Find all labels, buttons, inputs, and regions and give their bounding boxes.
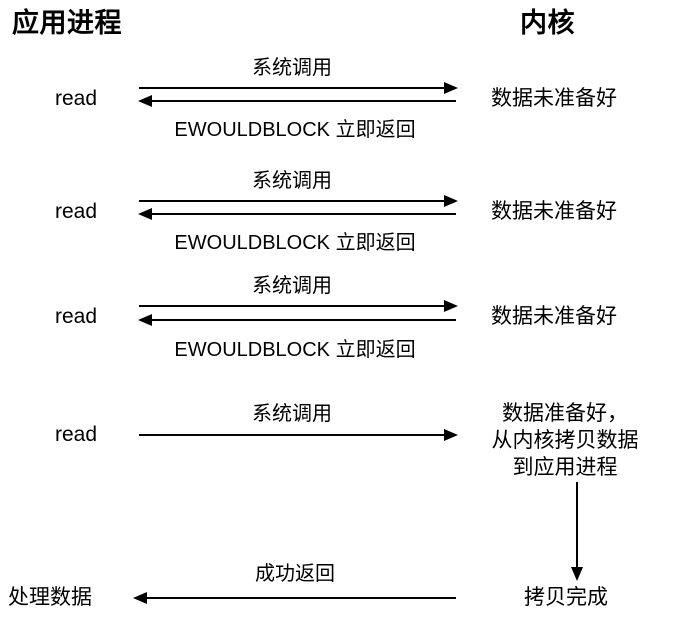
kernel-copy-progress-arrow [571, 482, 583, 581]
round-2-request-label: 系统调用 [252, 170, 332, 192]
round-3-response-arrow [138, 314, 456, 326]
final-kernel-state-line-3: 到应用进程 [512, 456, 618, 479]
round-1-response-arrow [138, 95, 456, 107]
arrow-shaft [576, 482, 578, 570]
round-1-kernel-state: 数据未准备好 [491, 87, 617, 110]
final-kernel-state-block: 数据准备好， 从内核拷贝数据 到应用进程 [470, 400, 660, 481]
arrow-head-right-icon [444, 195, 458, 207]
round-3-request-arrow [139, 300, 458, 312]
final-request-label: 系统调用 [252, 403, 332, 425]
round-3-kernel-state: 数据未准备好 [491, 305, 617, 328]
round-2-kernel-state: 数据未准备好 [491, 200, 617, 223]
round-2-response-arrow [138, 208, 456, 220]
arrow-head-left-icon [138, 95, 152, 107]
final-return-label: 成功返回 [255, 563, 335, 585]
copy-done-label: 拷贝完成 [524, 586, 608, 609]
round-2-response-label: EWOULDBLOCK 立即返回 [174, 232, 416, 254]
arrow-shaft [139, 87, 447, 89]
round-1-response-label: EWOULDBLOCK 立即返回 [174, 119, 416, 141]
arrow-shaft [149, 213, 456, 215]
round-1-request-arrow [139, 82, 458, 94]
final-caller-label: read [55, 423, 98, 446]
round-2-request-arrow [139, 195, 458, 207]
process-data-label: 处理数据 [8, 586, 92, 609]
arrow-shaft [139, 305, 447, 307]
arrow-head-down-icon [571, 567, 583, 581]
arrow-shaft [149, 100, 456, 102]
arrow-shaft [139, 434, 447, 436]
final-kernel-state-line-2: 从内核拷贝数据 [491, 429, 639, 452]
column-header-kernel: 内核 [520, 8, 575, 38]
round-2-caller-label: read [55, 200, 98, 223]
arrow-head-right-icon [444, 300, 458, 312]
round-1-request-label: 系统调用 [252, 57, 332, 79]
round-3-response-label: EWOULDBLOCK 立即返回 [174, 339, 416, 361]
arrow-head-left-icon [133, 592, 147, 604]
round-3-request-label: 系统调用 [252, 275, 332, 297]
arrow-shaft [144, 597, 456, 599]
round-3-caller-label: read [55, 305, 98, 328]
final-request-arrow [139, 429, 458, 441]
final-kernel-state-line-1: 数据准备好， [502, 402, 628, 425]
column-header-application-process: 应用进程 [12, 8, 122, 38]
round-1-caller-label: read [55, 87, 98, 110]
arrow-shaft [139, 200, 447, 202]
arrow-head-right-icon [444, 429, 458, 441]
final-return-arrow [133, 592, 456, 604]
arrow-head-left-icon [138, 314, 152, 326]
arrow-head-left-icon [138, 208, 152, 220]
arrow-head-right-icon [444, 82, 458, 94]
arrow-shaft [149, 319, 456, 321]
